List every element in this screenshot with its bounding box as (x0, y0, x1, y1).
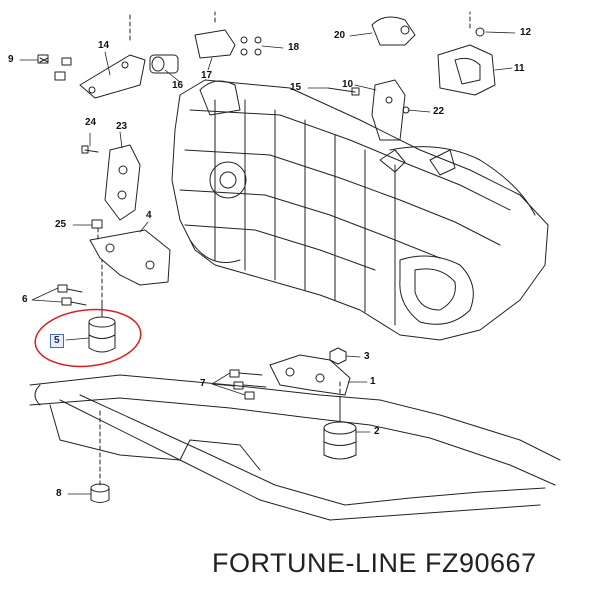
bolt-set-7 (229, 369, 267, 400)
callout-6: 6 (22, 294, 28, 305)
callout-20: 20 (334, 30, 346, 41)
callout-15: 15 (290, 82, 302, 93)
callout-3: 3 (364, 351, 370, 362)
bolt-set-9 (37, 54, 72, 81)
callout-1: 1 (370, 376, 376, 387)
callout-4: 4 (146, 210, 152, 221)
assembly-guide-lines (97, 11, 471, 486)
bushing-8 (90, 483, 110, 503)
nut-25 (91, 219, 103, 229)
part-number-caption: FORTUNE-LINE FZ90667 (212, 548, 537, 578)
callout-9: 9 (8, 54, 14, 65)
callout-10: 10 (342, 79, 354, 90)
callout-2: 2 (374, 426, 380, 437)
callout-12: 12 (520, 27, 532, 38)
mount-11 (437, 27, 496, 96)
bracket-4 (89, 229, 171, 286)
mount-20 (371, 16, 416, 46)
leader-lines (19, 31, 516, 495)
callout-11: 11 (514, 63, 525, 74)
callout-14: 14 (98, 40, 110, 51)
engine-mount-2 (323, 399, 357, 460)
callout-16: 16 (172, 80, 184, 91)
bolt-24 (81, 145, 99, 154)
bracket-10 (371, 79, 410, 141)
callout-18: 18 (288, 42, 300, 53)
bracket-1 (269, 354, 351, 396)
callout-8: 8 (56, 488, 62, 499)
callout-17: 17 (201, 70, 213, 81)
callout-25: 25 (55, 219, 67, 230)
engine-block-outline (171, 79, 549, 341)
bracket-23 (104, 144, 141, 221)
callout-24: 24 (85, 117, 97, 128)
nut-3 (329, 347, 347, 365)
bolt-set-6 (57, 284, 87, 306)
callout-5: 5 (50, 334, 64, 348)
callout-22: 22 (433, 106, 445, 117)
callout-23: 23 (116, 121, 128, 132)
upper-bracket-17 (194, 29, 262, 59)
part-5-highlight-ring (34, 308, 142, 368)
upper-left-bracket (79, 54, 146, 99)
callout-7: 7 (200, 378, 206, 389)
bolt-15 (327, 87, 360, 96)
damper-16 (149, 54, 179, 74)
